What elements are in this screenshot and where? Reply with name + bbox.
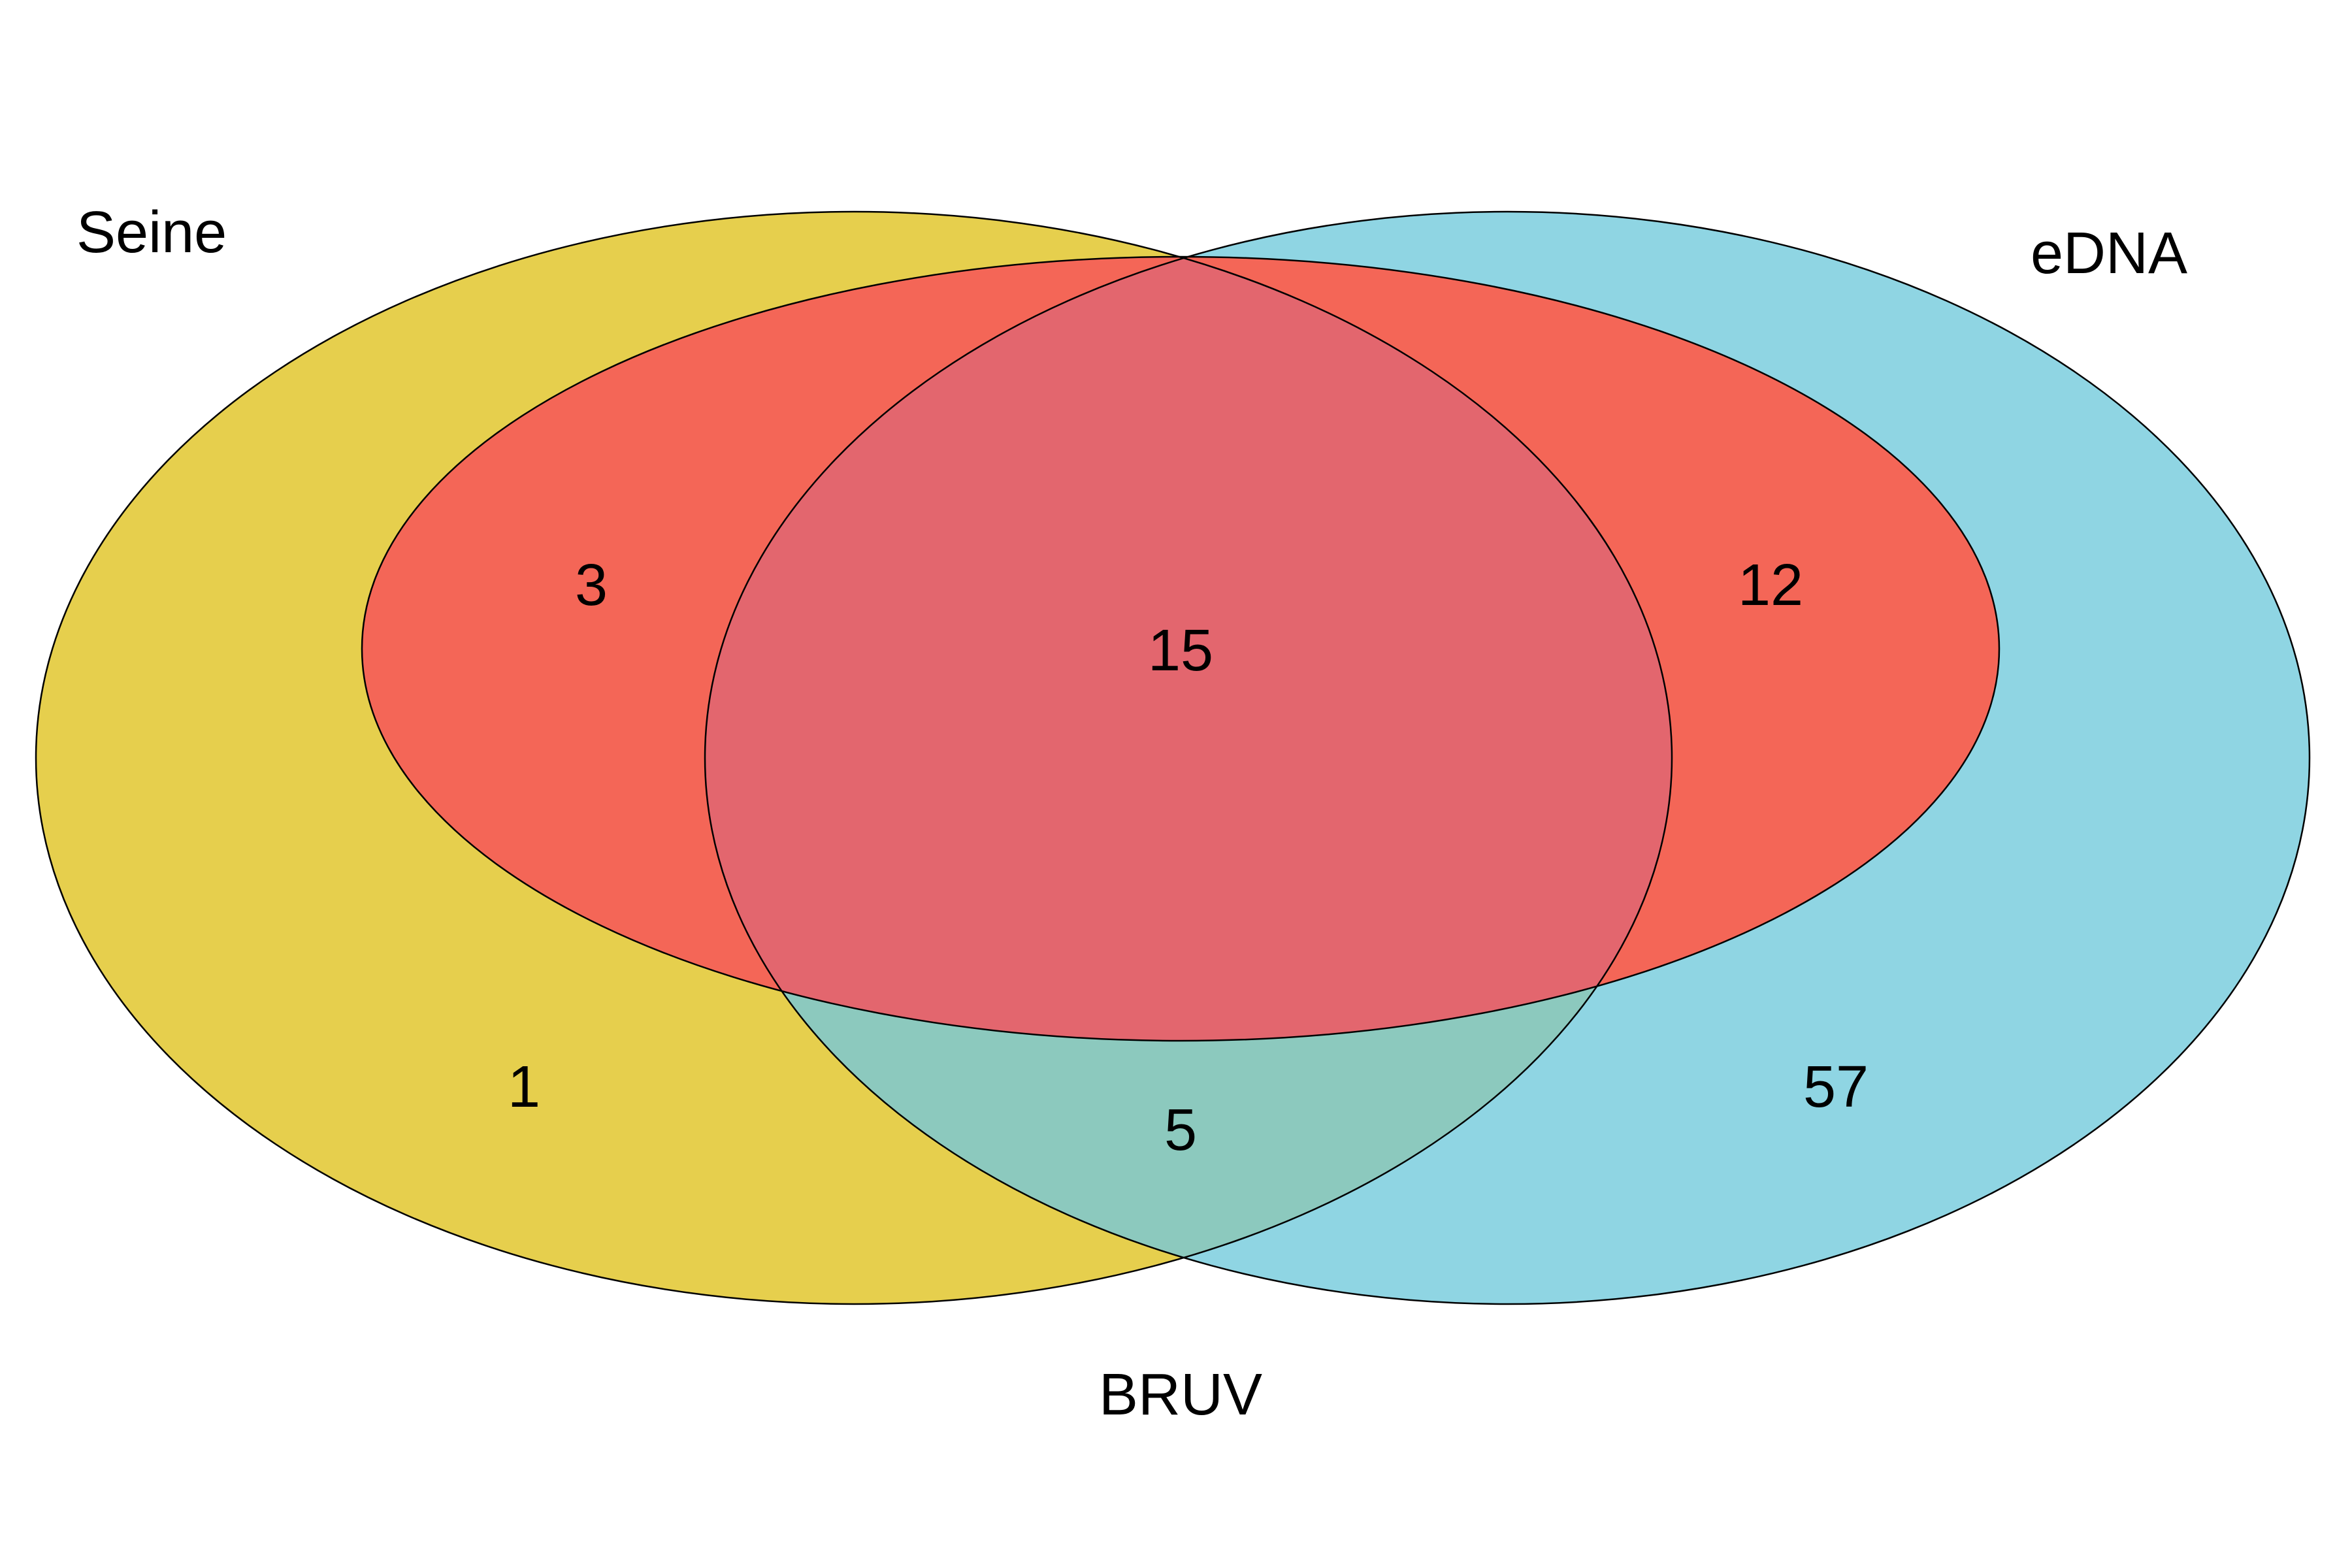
seine-label: Seine — [76, 200, 227, 265]
seine-outline — [35, 210, 1673, 1305]
count-all-three: 15 — [1148, 618, 1213, 683]
bruv-label: BRUV — [1099, 1362, 1262, 1428]
bruv-outline — [361, 255, 2001, 1042]
edna-label: eDNA — [2031, 221, 2187, 286]
count-seine-bruv: 3 — [575, 553, 608, 618]
count-seine-only: 1 — [508, 1054, 540, 1120]
count-edna-only: 57 — [1803, 1054, 1869, 1120]
edna-outline — [704, 210, 2311, 1305]
all-three-region — [705, 257, 1672, 1041]
count-edna-bruv: 12 — [1738, 553, 1803, 618]
count-seine-edna: 5 — [1164, 1098, 1197, 1163]
